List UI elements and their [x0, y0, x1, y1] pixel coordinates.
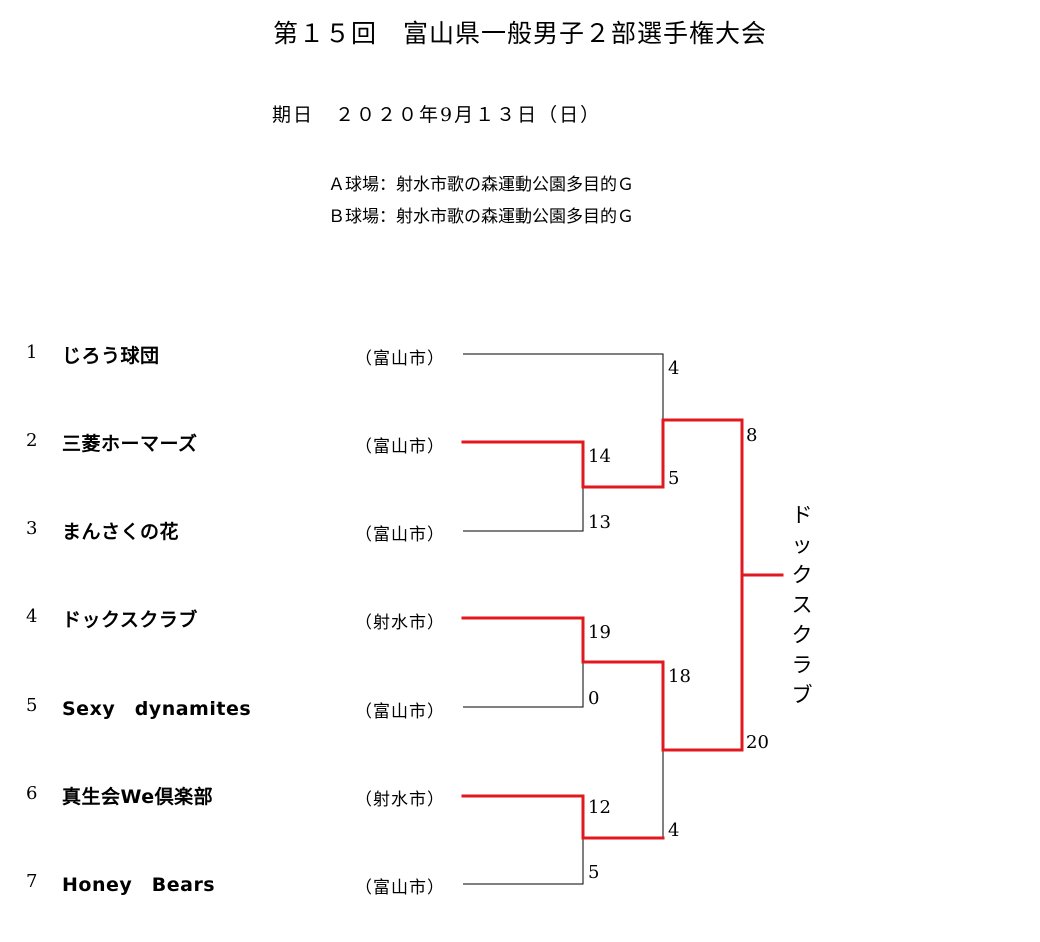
page-title: 第１５回 富山県一般男子２部選手権大会	[272, 19, 767, 48]
score-team3-r1: 13	[588, 512, 611, 533]
winner-line-semi2	[661, 573, 744, 752]
score-final-bottom: 20	[746, 732, 769, 753]
bracket-line-team7	[463, 838, 584, 885]
score-team1-r2: 4	[668, 358, 680, 379]
team-name: Honey Bears	[62, 874, 216, 896]
winner-line-semi1	[661, 418, 744, 577]
team-name: ドックスクラブ	[62, 609, 198, 631]
team-name: じろう球団	[62, 345, 160, 367]
team-city: （富山市）	[355, 437, 445, 457]
team-name: まんさくの花	[62, 521, 180, 543]
team-seed: 2	[26, 430, 38, 451]
score-team4-r1: 19	[588, 622, 611, 643]
team-city: （富山市）	[355, 349, 445, 369]
team-city: （富山市）	[355, 525, 445, 545]
winner-line-team2	[461, 440, 665, 489]
score-w45-r2: 18	[668, 666, 691, 687]
event-date: 期日 ２０２０年9月１３日（日）	[272, 104, 602, 126]
team-seed: 7	[26, 871, 38, 892]
score-team2-r1: 14	[588, 446, 611, 467]
team-city: （射水市）	[355, 613, 445, 633]
score-w23-r2: 5	[668, 468, 680, 489]
team-city: （射水市）	[355, 790, 445, 810]
bracket-line-team1	[463, 353, 664, 420]
score-w67-r2: 4	[668, 820, 680, 841]
venue-b: Ｂ球場：射水市歌の森運動公園多目的Ｇ	[328, 207, 634, 227]
score-team5-r1: 0	[588, 688, 600, 709]
bracket-line-team3	[463, 487, 584, 532]
winner-line-team6	[461, 794, 665, 840]
team-seed: 3	[26, 518, 38, 539]
venue-a: Ａ球場：射水市歌の森運動公園多目的Ｇ	[328, 175, 634, 195]
score-team7-r1: 5	[588, 862, 600, 883]
score-final-top: 8	[746, 425, 758, 446]
champion-name: ドックスクラブ	[791, 503, 813, 707]
team-seed: 4	[26, 606, 38, 627]
team-seed: 1	[26, 342, 38, 363]
team-name: Sexy dynamites	[62, 698, 252, 720]
team-city: （富山市）	[355, 878, 445, 898]
bracket-line-team5	[463, 662, 584, 708]
team-name: 真生会We倶楽部	[62, 786, 214, 808]
team-seed: 6	[26, 783, 38, 804]
team-city: （富山市）	[355, 702, 445, 722]
score-team6-r1: 12	[588, 797, 611, 818]
team-name: 三菱ホーマーズ	[62, 433, 198, 455]
winner-line-team4	[461, 616, 665, 664]
team-seed: 5	[26, 695, 38, 716]
